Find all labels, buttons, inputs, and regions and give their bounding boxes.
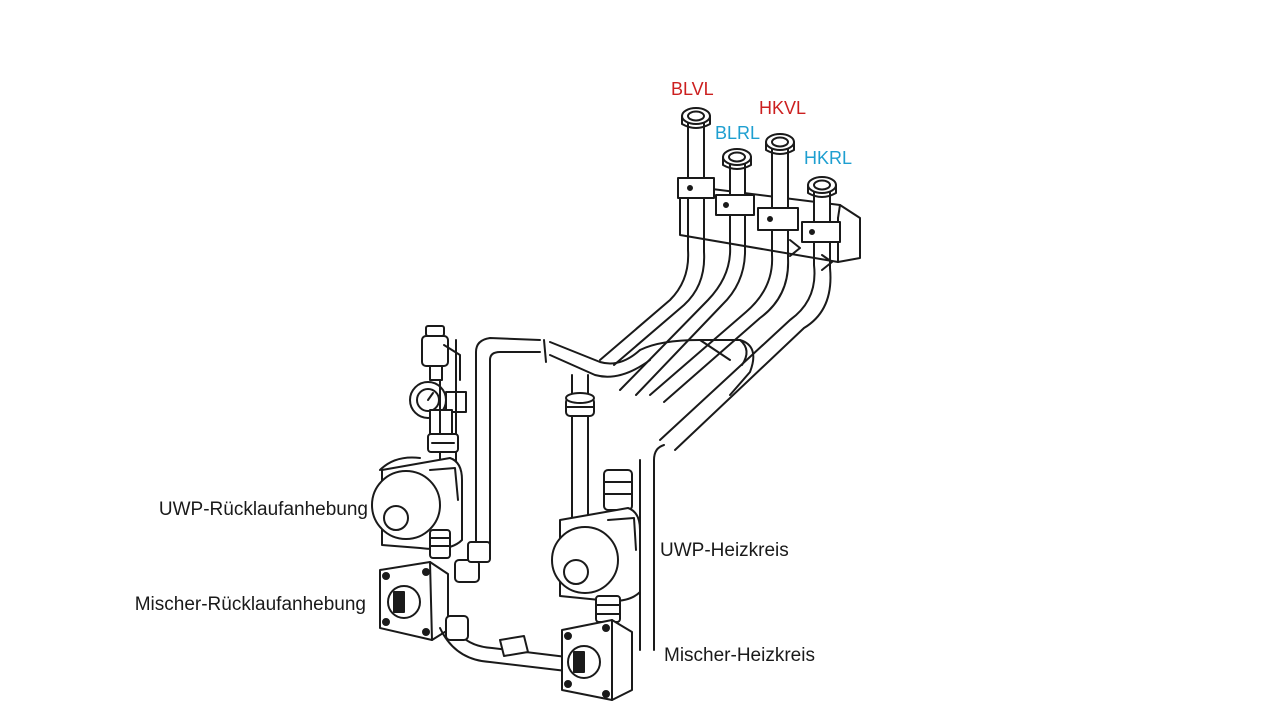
fittings-left: [429, 529, 491, 583]
mixer-heizkreis: [561, 619, 633, 701]
label-blvl: BLVL: [671, 79, 714, 99]
pipe-bundle: [599, 117, 832, 451]
bottom-unions: [445, 615, 529, 657]
pump-ruecklaufanhebung: [371, 456, 463, 550]
label-hkrl: HKRL: [804, 148, 853, 168]
pressure-gauge: [409, 381, 467, 437]
pipe-stub-blvl: [677, 107, 715, 199]
label-mischer-heizkreis: Mischer-Heizkreis: [664, 645, 815, 666]
label-blrl: BLRL: [715, 123, 761, 143]
pump-heizkreis: [551, 507, 641, 602]
mixer-ruecklaufanhebung: [379, 561, 449, 641]
air-vent: [421, 325, 449, 381]
valve-left: [427, 433, 459, 453]
pipe-stub-hkrl: [801, 176, 841, 243]
label-uwp-heizkreis: UWP-Heizkreis: [660, 540, 789, 561]
fittings-right: [595, 595, 621, 623]
label-uwp-ruecklaufanhebung: UWP-Rücklaufanhebung: [158, 499, 368, 520]
label-mischer-ruecklaufanhebung: Mischer-Rücklaufanhebung: [134, 594, 366, 615]
pipe-stub-hkvl: [757, 133, 799, 231]
label-hkvl: HKVL: [759, 98, 807, 118]
pipe-union-center: [565, 392, 595, 417]
pipe-stub-blrl: [715, 148, 755, 216]
bracket-screws: [687, 185, 833, 271]
